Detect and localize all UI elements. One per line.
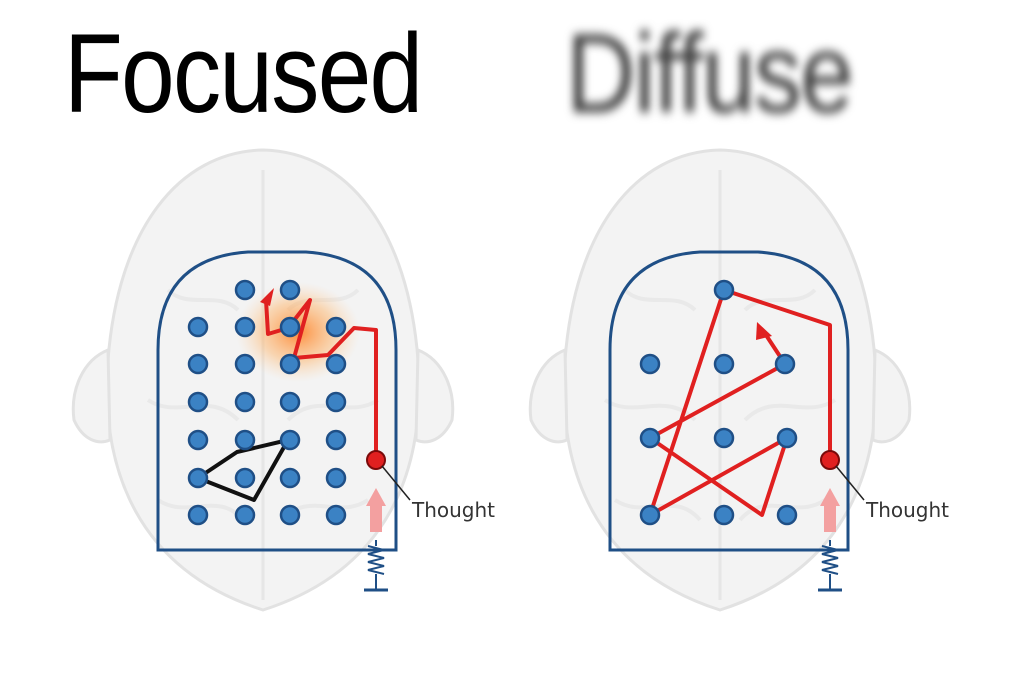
spring-launcher-icon bbox=[818, 540, 842, 592]
dot-grid bbox=[639, 279, 798, 526]
thought-label: Thought bbox=[865, 498, 949, 522]
thought-ball bbox=[820, 450, 840, 470]
arrow-head bbox=[260, 288, 274, 306]
diffuse-diagram: Thought bbox=[520, 140, 990, 640]
arrow-up-icon bbox=[366, 488, 386, 532]
arrow-up-icon bbox=[820, 488, 840, 532]
pinball-frame bbox=[156, 250, 398, 552]
diffuse-title: Diffuse bbox=[566, 11, 854, 136]
focused-diagram-svg: Thought bbox=[71, 148, 495, 612]
arrow-head bbox=[756, 322, 772, 340]
spring-launcher-icon bbox=[364, 540, 388, 592]
diffuse-diagram-svg: Thought bbox=[528, 148, 949, 612]
focused-diagram: Thought bbox=[48, 140, 518, 640]
brain-illustration bbox=[528, 148, 912, 612]
thought-ball bbox=[366, 450, 386, 470]
dot-grid bbox=[187, 279, 347, 526]
focused-title: Focused bbox=[64, 11, 423, 136]
pinball-frame bbox=[608, 250, 850, 552]
thought-label: Thought bbox=[411, 498, 495, 522]
